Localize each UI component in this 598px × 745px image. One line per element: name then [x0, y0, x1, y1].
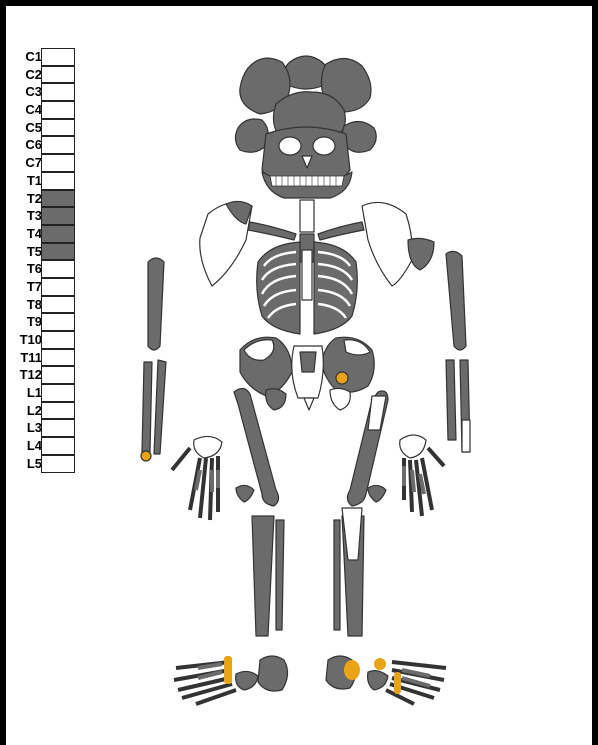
- carpals-left: [194, 436, 222, 458]
- foot-right: [326, 656, 446, 704]
- ulna-right-absent: [462, 420, 470, 452]
- pathology-marker-right-talus: [344, 660, 360, 680]
- ischium-right: [330, 388, 350, 410]
- pelvis: [240, 337, 374, 410]
- skull: [235, 56, 376, 198]
- clavicle-left: [248, 222, 296, 240]
- calcaneus-right: [368, 671, 388, 690]
- hand-left: [172, 436, 222, 520]
- radius-left: [142, 362, 152, 452]
- pathology-marker-left-wrist: [141, 451, 151, 461]
- scapula-right-present: [408, 238, 434, 270]
- pathology-marker-pelvis: [336, 372, 348, 384]
- radius-right: [446, 360, 456, 440]
- temporal-left: [235, 119, 268, 152]
- patella-left: [236, 485, 254, 502]
- ischium-left: [266, 389, 286, 410]
- ulna-left: [154, 360, 166, 454]
- orbit-right: [313, 137, 335, 155]
- hand-right: [400, 435, 444, 516]
- scapula-right: [362, 202, 412, 286]
- cervical-spine: [300, 200, 314, 232]
- sternum: [302, 250, 312, 300]
- dentition: [270, 176, 344, 186]
- patella-right: [368, 485, 386, 502]
- tibia-left: [252, 516, 274, 636]
- pathology-marker-right-cuboid: [374, 658, 386, 670]
- tarsals-left: [258, 656, 288, 691]
- coccyx: [304, 398, 314, 410]
- pathology-marker-right-metatarsal: [394, 672, 401, 694]
- ilium-right-absent: [344, 340, 370, 355]
- sacrum-present: [300, 352, 316, 372]
- foot-left: [174, 656, 288, 704]
- humerus-left: [148, 258, 164, 350]
- rib-cage: [257, 242, 358, 334]
- femur-right-absent: [368, 396, 386, 430]
- clavicle-right: [318, 222, 364, 240]
- fibula-right: [334, 520, 340, 630]
- orbit-left: [279, 137, 301, 155]
- calcaneus-left: [236, 671, 258, 690]
- toes-left-present: [198, 664, 222, 678]
- humerus-right: [446, 251, 466, 350]
- carpals-right: [400, 435, 426, 458]
- fingers-left-present: [196, 470, 218, 492]
- fibula-left: [276, 520, 284, 630]
- pathology-marker-left-foot: [224, 656, 232, 684]
